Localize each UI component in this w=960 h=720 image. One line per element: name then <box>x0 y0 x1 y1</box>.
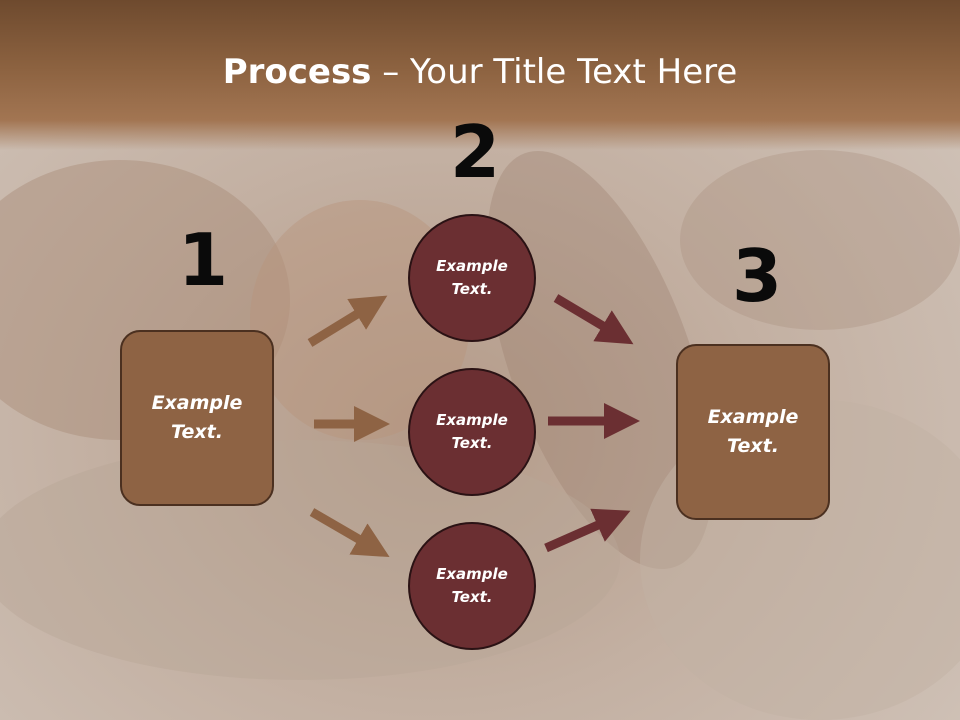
title-rest: – Your Title Text Here <box>371 52 738 92</box>
circle-top-line2: Text. <box>451 280 493 298</box>
circle-bottom-line1: Example <box>436 565 508 583</box>
circle-middle: Example Text. <box>408 368 536 496</box>
circle-middle-line1: Example <box>436 411 508 429</box>
left-box: Example Text. <box>120 330 274 506</box>
circle-top: Example Text. <box>408 214 536 342</box>
circle-middle-line2: Text. <box>451 434 493 452</box>
circle-bottom-line2: Text. <box>451 588 493 606</box>
step-number-3: 3 <box>732 234 783 318</box>
right-box-line1: Example <box>707 406 799 428</box>
arrow-right-bottom <box>544 508 631 553</box>
step-number-1: 1 <box>178 218 229 302</box>
circle-bottom: Example Text. <box>408 522 536 650</box>
arrow-left-top <box>307 295 388 347</box>
left-box-line1: Example <box>151 392 243 414</box>
left-box-line2: Text. <box>171 421 223 443</box>
arrow-left-bottom <box>309 508 390 558</box>
step-number-2: 2 <box>450 110 501 194</box>
arrow-right-top <box>553 294 634 345</box>
header-band <box>0 0 960 150</box>
circle-top-line1: Example <box>436 257 508 275</box>
right-box: Example Text. <box>676 344 830 520</box>
slide-title: Process – Your Title Text Here <box>0 52 960 92</box>
title-bold: Process <box>222 52 372 92</box>
right-box-line2: Text. <box>727 435 779 457</box>
